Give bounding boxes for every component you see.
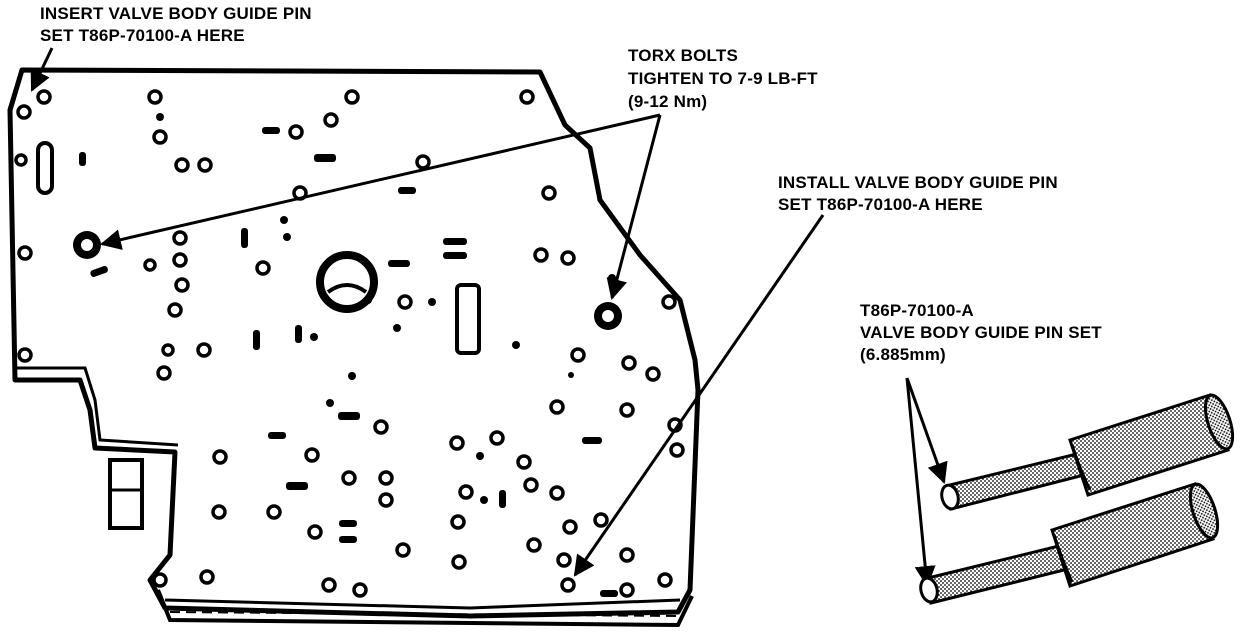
guide-pin-1 (940, 393, 1235, 511)
valve-body-large-port (316, 251, 378, 313)
leader-lines (30, 47, 948, 588)
torx-bolts-label-line1: TORX BOLTS (628, 46, 738, 65)
tool-label-line3: (6.885mm) (860, 345, 946, 364)
tool-label-line2: VALVE BODY GUIDE PIN SET (860, 323, 1102, 342)
install-pin-label-line2: SET T86P-70100-A HERE (778, 195, 983, 214)
torx-bolts-label-line3: (9-12 Nm) (628, 92, 708, 111)
valve-body-holes (14, 89, 685, 598)
torx-bolt-left (73, 231, 101, 259)
insert-pin-label-line2: SET T86P-70100-A HERE (40, 26, 245, 45)
insert-pin-label-line1: INSERT VALVE BODY GUIDE PIN (40, 4, 312, 23)
install-pin-label-line1: INSTALL VALVE BODY GUIDE PIN (778, 173, 1058, 192)
torx-bolts-label-line2: TIGHTEN TO 7-9 LB-FT (628, 69, 818, 88)
valve-body-long-slots (36, 141, 481, 355)
valve-body-slots (79, 127, 618, 597)
guide-pin-2 (919, 482, 1220, 605)
tool-label-line1: T86P-70100-A (860, 301, 974, 320)
torx-bolt-right (594, 302, 622, 330)
